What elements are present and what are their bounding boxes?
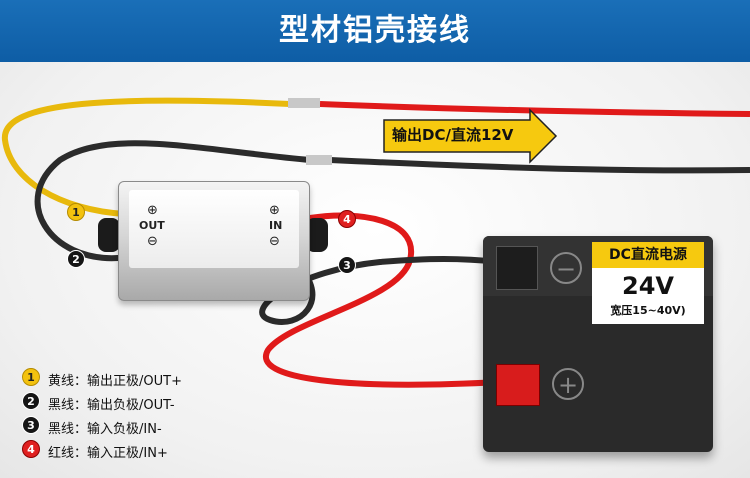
legend-badge-4: 4 <box>22 440 40 458</box>
in-label: IN <box>269 219 282 232</box>
battery-title: DC直流电源 <box>592 244 704 264</box>
legend-text: 黑线：输出负极/OUT- <box>48 394 175 413</box>
out-label: OUT <box>139 219 165 232</box>
black-output-wire-long <box>330 160 750 170</box>
minus-circle-icon: − <box>550 252 582 284</box>
badge-1: 1 <box>67 203 85 221</box>
red-output-wire <box>320 104 750 114</box>
badge-4: 4 <box>338 210 356 228</box>
in-minus-symbol: ⊖ <box>269 235 280 248</box>
in-plus-symbol: ⊕ <box>269 204 280 217</box>
positive-terminal <box>496 364 540 406</box>
legend-badge-3: 3 <box>22 416 40 434</box>
legend-text: 黄线：输出正极/OUT+ <box>48 370 182 389</box>
output-arrow-label: 输出DC/直流12V <box>392 124 513 145</box>
battery-range: 宽压15~40V) <box>592 302 704 318</box>
battery-voltage: 24V <box>592 272 704 300</box>
module-left-tab <box>98 218 120 252</box>
splice-sleeve-red <box>288 98 320 108</box>
negative-terminal <box>496 246 538 290</box>
badge-3: 3 <box>338 256 356 274</box>
splice-sleeve-black <box>306 155 332 165</box>
converter-module: ⊕ OUT ⊖ ⊕ IN ⊖ <box>118 181 310 301</box>
legend-text: 黑线：输入负极/IN- <box>48 418 162 437</box>
legend-badge-2: 2 <box>22 392 40 410</box>
plus-circle-icon: + <box>552 368 584 400</box>
legend-badge-1: 1 <box>22 368 40 386</box>
legend-text: 红线：输入正极/IN+ <box>48 442 168 461</box>
out-minus-symbol: ⊖ <box>147 235 158 248</box>
out-plus-symbol: ⊕ <box>147 204 158 217</box>
badge-2: 2 <box>67 250 85 268</box>
